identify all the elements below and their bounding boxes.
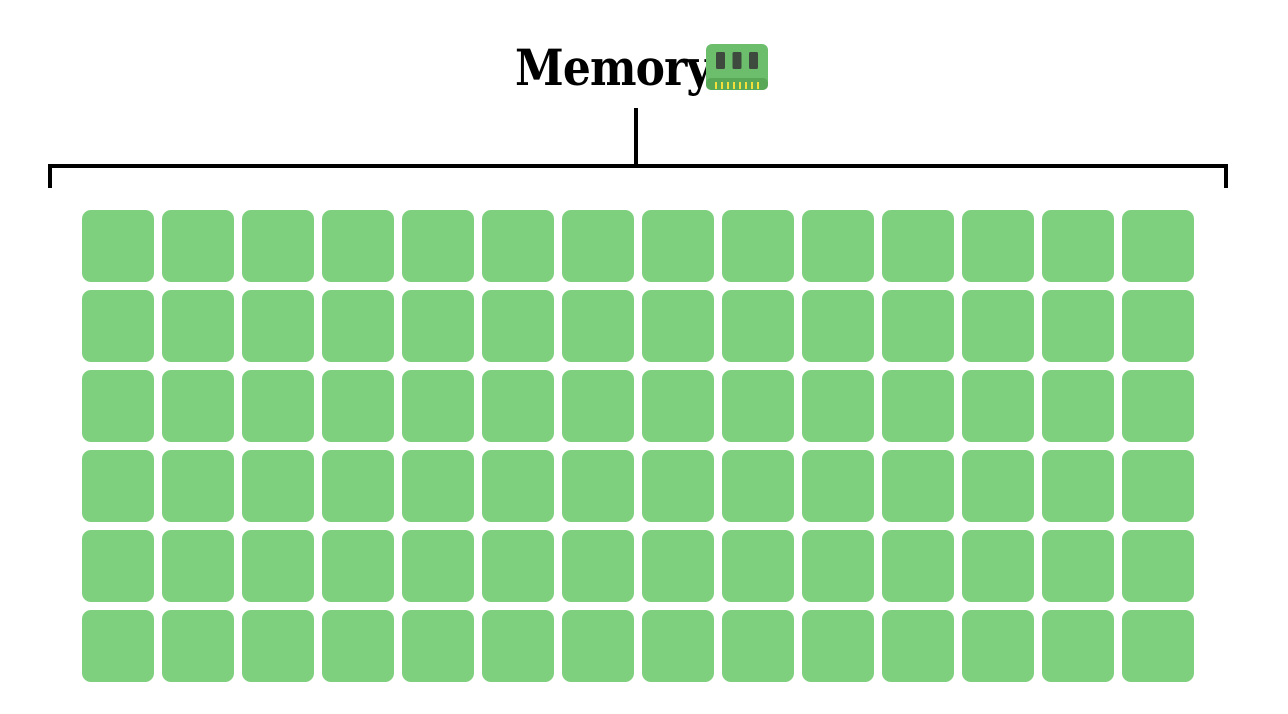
memory-cell xyxy=(482,290,554,362)
memory-cell xyxy=(322,370,394,442)
memory-cell xyxy=(962,450,1034,522)
memory-cell xyxy=(322,530,394,602)
memory-cell xyxy=(642,610,714,682)
memory-cell xyxy=(1122,530,1194,602)
memory-bracket xyxy=(48,108,1228,188)
memory-cell xyxy=(82,210,154,282)
memory-cell xyxy=(402,610,474,682)
memory-cell xyxy=(162,610,234,682)
memory-cell xyxy=(882,610,954,682)
memory-cell xyxy=(402,370,474,442)
memory-cell xyxy=(82,290,154,362)
memory-cell xyxy=(402,290,474,362)
memory-cell xyxy=(1122,210,1194,282)
memory-cell xyxy=(1042,610,1114,682)
memory-cell xyxy=(882,290,954,362)
memory-cell xyxy=(722,530,794,602)
memory-cell xyxy=(962,530,1034,602)
memory-cell xyxy=(242,450,314,522)
memory-cell xyxy=(1122,450,1194,522)
memory-cell-grid xyxy=(82,210,1194,682)
memory-cell xyxy=(962,290,1034,362)
memory-cell xyxy=(1122,370,1194,442)
memory-cell xyxy=(402,450,474,522)
memory-cell xyxy=(882,370,954,442)
memory-cell xyxy=(802,370,874,442)
memory-cell xyxy=(1042,450,1114,522)
memory-cell xyxy=(722,210,794,282)
memory-cell xyxy=(642,530,714,602)
memory-cell xyxy=(962,370,1034,442)
memory-cell xyxy=(242,210,314,282)
memory-cell xyxy=(82,450,154,522)
memory-cell xyxy=(402,210,474,282)
memory-cell xyxy=(322,290,394,362)
memory-cell xyxy=(482,370,554,442)
memory-cell xyxy=(162,530,234,602)
memory-cell xyxy=(1042,530,1114,602)
memory-cell xyxy=(562,210,634,282)
memory-cell xyxy=(322,450,394,522)
memory-cell xyxy=(642,290,714,362)
memory-cell xyxy=(242,290,314,362)
memory-cell xyxy=(562,370,634,442)
memory-cell xyxy=(82,370,154,442)
memory-cell xyxy=(322,210,394,282)
memory-cell xyxy=(882,530,954,602)
memory-cell xyxy=(82,530,154,602)
memory-cell xyxy=(402,530,474,602)
memory-cell xyxy=(802,610,874,682)
memory-cell xyxy=(882,450,954,522)
memory-cell xyxy=(562,610,634,682)
memory-cell xyxy=(562,530,634,602)
memory-chip-icon xyxy=(706,44,768,90)
memory-cell xyxy=(482,610,554,682)
memory-cell xyxy=(482,530,554,602)
memory-cell xyxy=(722,290,794,362)
memory-cell xyxy=(962,210,1034,282)
memory-cell xyxy=(722,450,794,522)
memory-title: Memory xyxy=(515,38,712,97)
memory-cell xyxy=(162,210,234,282)
memory-cell xyxy=(562,290,634,362)
memory-cell xyxy=(642,210,714,282)
memory-cell xyxy=(562,450,634,522)
memory-cell xyxy=(642,370,714,442)
memory-cell xyxy=(242,370,314,442)
memory-cell xyxy=(1042,210,1114,282)
memory-cell xyxy=(482,450,554,522)
memory-cell xyxy=(82,610,154,682)
memory-cell xyxy=(802,290,874,362)
memory-cell xyxy=(242,530,314,602)
memory-cell xyxy=(642,450,714,522)
memory-cell xyxy=(1042,290,1114,362)
memory-cell xyxy=(482,210,554,282)
memory-cell xyxy=(882,210,954,282)
memory-cell xyxy=(242,610,314,682)
memory-cell xyxy=(162,370,234,442)
memory-cell xyxy=(322,610,394,682)
memory-cell xyxy=(1122,610,1194,682)
memory-cell xyxy=(802,530,874,602)
memory-cell xyxy=(802,450,874,522)
memory-cell xyxy=(1042,370,1114,442)
memory-cell xyxy=(162,290,234,362)
memory-cell xyxy=(1122,290,1194,362)
memory-cell xyxy=(802,210,874,282)
memory-cell xyxy=(722,610,794,682)
memory-cell xyxy=(722,370,794,442)
memory-cell xyxy=(962,610,1034,682)
memory-cell xyxy=(162,450,234,522)
